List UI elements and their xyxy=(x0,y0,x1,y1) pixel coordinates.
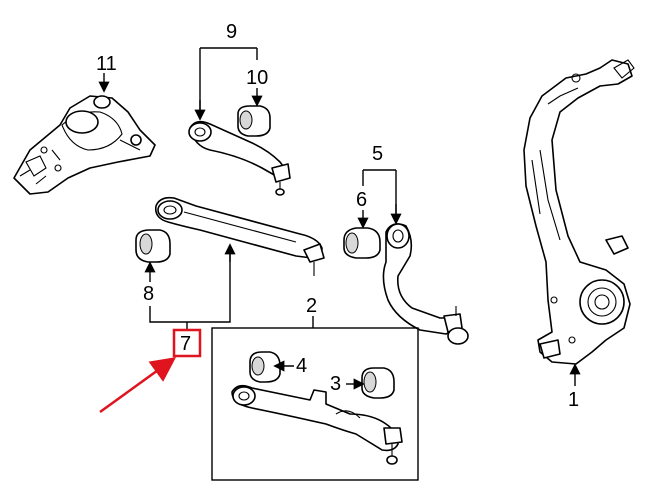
part-11-subframe xyxy=(13,95,156,195)
highlight-box xyxy=(172,328,202,358)
bracket-7 xyxy=(149,248,231,323)
callout-6: 6 xyxy=(356,189,367,211)
callout-4: 4 xyxy=(296,355,307,377)
callout-2: 2 xyxy=(306,295,317,317)
part-10-bushing xyxy=(237,105,271,137)
callout-1: 1 xyxy=(568,389,579,411)
callout-7: 7 xyxy=(180,333,191,355)
callout-3: 3 xyxy=(330,373,341,395)
callout-5: 5 xyxy=(372,143,383,165)
bracket-5 xyxy=(362,169,397,220)
part-3-bushing xyxy=(361,367,395,399)
part-1-knuckle xyxy=(523,59,635,365)
callout-9: 9 xyxy=(226,21,237,43)
part-7-control-arm xyxy=(154,196,325,276)
part-6-bushing xyxy=(343,227,381,259)
part-2-control-arm xyxy=(231,384,403,465)
part-4-bushing xyxy=(249,351,281,383)
part-2-box xyxy=(211,327,419,481)
part-5-lower-arm xyxy=(382,223,469,345)
part-8-bushing xyxy=(135,229,171,263)
callout-10: 10 xyxy=(246,67,268,89)
part-9-upper-arm xyxy=(188,120,291,196)
callout-11: 11 xyxy=(96,53,117,75)
callout-8: 8 xyxy=(143,283,154,305)
highlight-arrow xyxy=(99,357,177,414)
